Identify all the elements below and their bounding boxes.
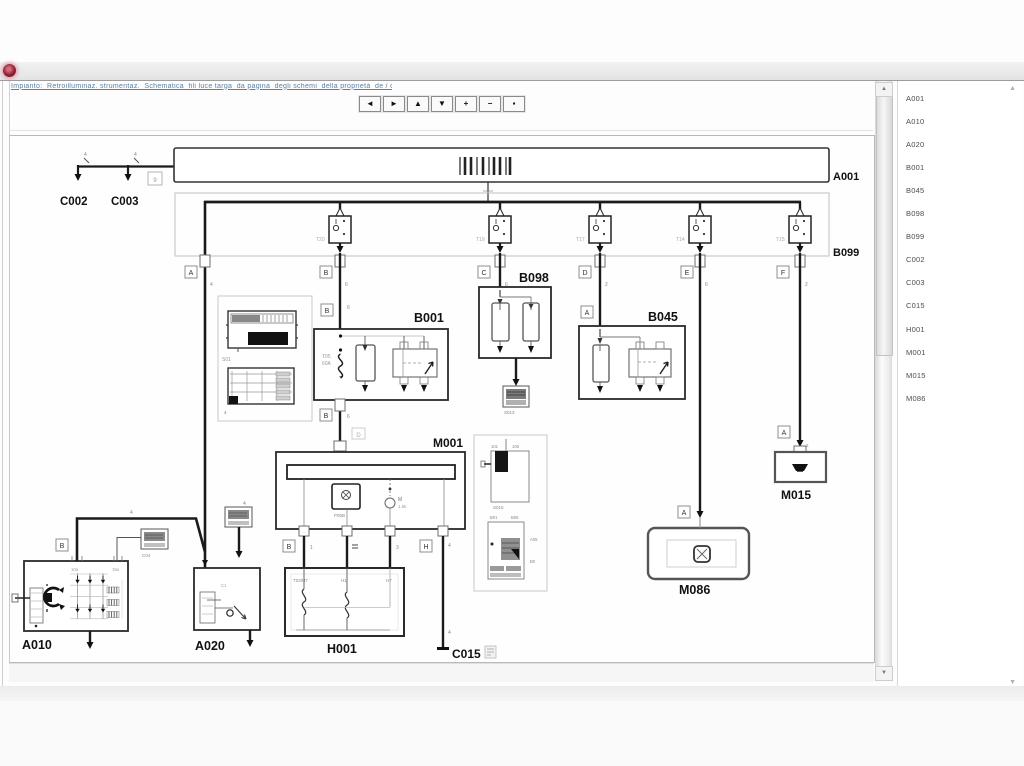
svg-text:4: 4 [130,510,133,516]
svg-text:60A: 60A [322,361,332,367]
svg-text:4: 4 [210,282,213,288]
svg-text:C1: C1 [221,583,227,588]
svg-text:B: B [324,270,329,277]
svg-text:C: C [481,270,486,277]
svg-text:105: 105 [512,444,520,449]
svg-text:1: 1 [310,545,313,551]
svg-text:C003: C003 [111,196,139,208]
svg-text:4: 4 [134,152,137,158]
svg-text:4: 4 [448,543,451,549]
svg-text:A: A [782,430,787,437]
svg-text:1.5k: 1.5k [398,504,407,509]
svg-text:4: 4 [84,152,87,158]
svg-text:101: 101 [491,444,499,449]
svg-text:C015: C015 [452,647,481,661]
svg-text:6: 6 [347,414,350,420]
svg-text:B0: B0 [530,559,536,564]
svg-text:B001: B001 [414,311,444,325]
svg-text:S015: S015 [493,505,504,510]
svg-text:S01: S01 [222,357,231,363]
svg-text:H001: H001 [327,642,357,656]
svg-text:B06: B06 [511,515,519,520]
svg-text:15a: 15a [112,567,120,572]
svg-text:2: 2 [806,443,809,448]
svg-text:F: F [781,270,785,277]
svg-text:T14: T14 [676,237,685,243]
svg-text:D: D [356,433,361,439]
svg-text:P05B: P05B [334,513,345,518]
svg-text:9: 9 [153,178,157,184]
svg-text:T15: T15 [776,237,785,243]
svg-text:H1: H1 [341,578,347,583]
svg-text:B: B [60,543,65,550]
svg-text:A020: A020 [195,639,225,653]
svg-text:4: 4 [448,630,451,636]
svg-text:6: 6 [345,282,348,288]
svg-text:H: H [423,544,428,551]
svg-text:T03/H7: T03/H7 [293,578,308,583]
svg-text:B: B [324,413,329,420]
svg-text:6: 6 [347,305,350,311]
svg-text:M086: M086 [679,583,710,597]
svg-text:T17: T17 [576,237,585,243]
svg-text:M015: M015 [781,488,811,502]
svg-text:6: 6 [705,282,708,288]
svg-text:2: 2 [605,282,608,288]
svg-text:10a: 10a [71,567,79,572]
svg-text:T20: T20 [316,237,325,243]
svg-text:4: 4 [224,410,227,415]
svg-text:M: M [398,497,402,503]
svg-text:B: B [325,308,330,315]
svg-text:2: 2 [805,282,808,288]
svg-text:6: 6 [505,282,508,288]
svg-text:B045: B045 [648,310,678,324]
svg-text:S013: S013 [504,410,515,415]
svg-text:A: A [682,510,687,517]
svg-text:D: D [582,270,587,277]
svg-text:C04: C04 [142,553,151,558]
svg-text:T19: T19 [476,237,485,243]
svg-text:B: B [287,544,292,551]
svg-text:3: 3 [396,545,399,551]
svg-text:A05: A05 [530,537,538,542]
svg-text:4: 4 [243,501,246,507]
svg-text:A010: A010 [22,638,52,652]
svg-text:M001: M001 [433,436,463,450]
svg-text:C002: C002 [60,196,88,208]
svg-text:B099: B099 [833,247,859,259]
svg-text:B01: B01 [490,515,498,520]
svg-text:E: E [685,270,690,277]
svg-text:B098: B098 [519,271,549,285]
svg-text:A: A [585,310,590,317]
svg-text:A: A [189,270,194,277]
svg-text:A001: A001 [833,171,859,183]
svg-text:T05: T05 [322,354,331,360]
svg-text:H7: H7 [386,578,392,583]
